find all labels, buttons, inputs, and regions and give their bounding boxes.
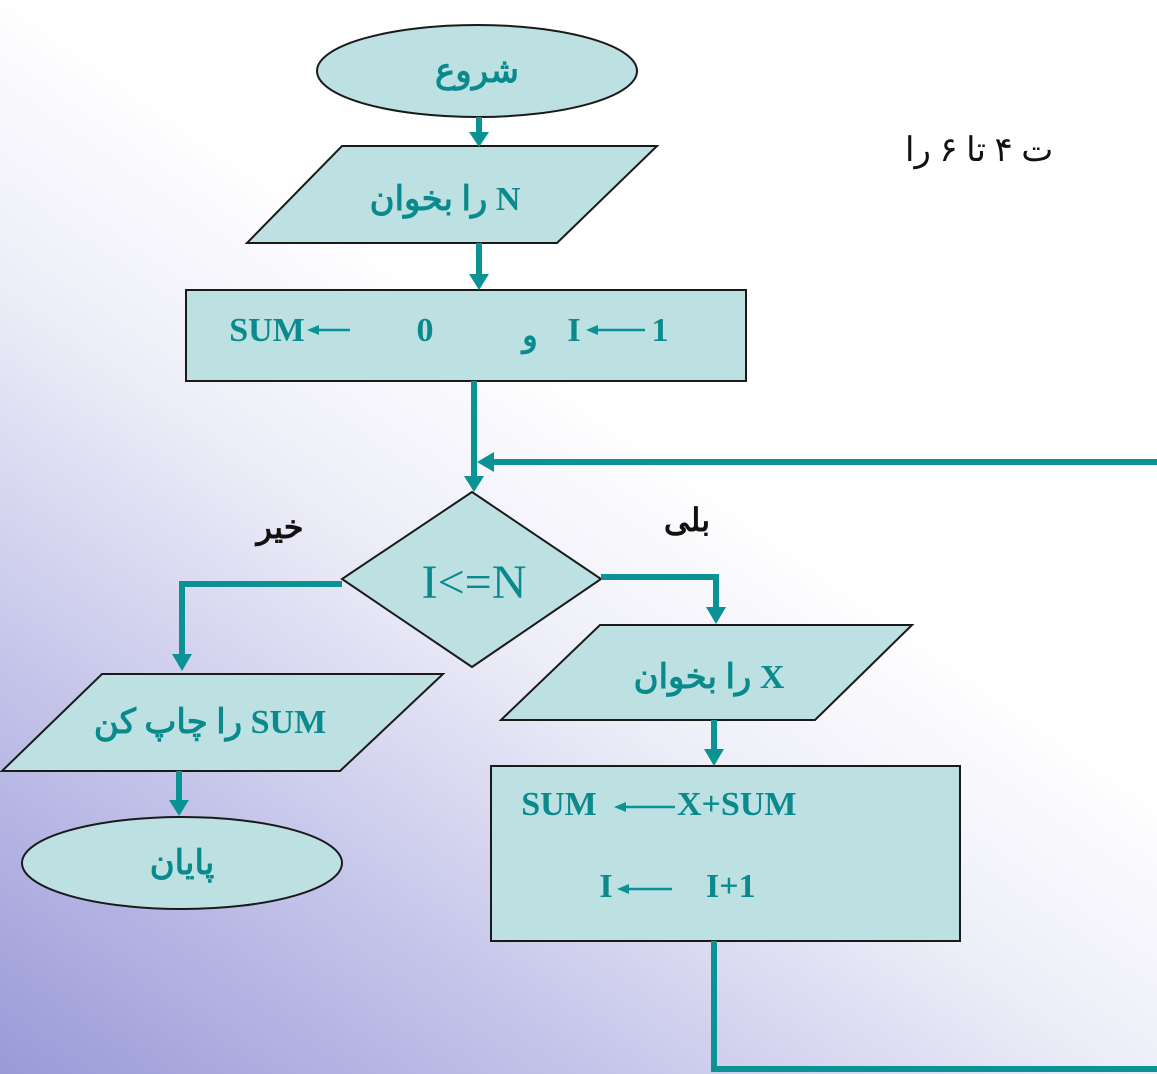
init-one-label: 1 <box>651 312 669 349</box>
end-ellipse <box>21 816 343 910</box>
print-sum-parallelogram <box>0 673 446 772</box>
connector-yes-branch <box>601 574 719 608</box>
connector-no-branch <box>179 581 342 655</box>
end-label: پایان <box>149 845 215 882</box>
read-x-label: X را بخوان <box>633 659 785 696</box>
init-i-label: I <box>567 312 581 349</box>
update-i-label: I <box>599 868 613 905</box>
init-sum-label: SUM <box>229 312 305 349</box>
condition-label: I<=N <box>421 555 527 609</box>
assign-arrowhead-sum-init <box>307 325 319 335</box>
init-and-label: و <box>522 317 538 353</box>
arrowhead-print-end <box>169 800 189 816</box>
assign-arrowhead-i-init <box>586 325 598 335</box>
start-label: شروع <box>435 53 519 90</box>
update-i-expr-label: I+1 <box>706 868 756 905</box>
update-box <box>490 765 961 942</box>
branch-yes-label: بلی <box>663 502 711 538</box>
branch-no-label: خیر <box>256 509 304 545</box>
init-box <box>185 289 747 382</box>
read-n-parallelogram <box>244 145 660 244</box>
update-sum-label: SUM <box>521 786 597 823</box>
arrowhead-read-init <box>469 274 489 290</box>
assign-arrowhead-sum-update <box>614 802 626 812</box>
init-zero-label: 0 <box>416 312 434 349</box>
arrowhead-start-read <box>469 132 489 147</box>
arrowhead-no-branch <box>172 654 192 671</box>
header-text-fragment: ت ۴ تا ۶ را <box>905 132 1054 169</box>
update-sum-expr-label: X+SUM <box>677 786 797 823</box>
connector-loop-return <box>711 941 1157 1072</box>
print-sum-label: SUM را چاپ کن <box>93 704 327 741</box>
condition-diamond <box>340 490 603 669</box>
arrowhead-yes-branch <box>706 607 726 624</box>
arrowhead-readx-update <box>704 749 724 766</box>
assign-arrowhead-i-update <box>617 884 629 894</box>
arrowhead-init-condition <box>464 476 484 492</box>
arrowhead-loop-entry <box>477 452 494 472</box>
read-n-label: N را بخوان <box>369 181 521 218</box>
read-x-parallelogram <box>498 624 915 721</box>
